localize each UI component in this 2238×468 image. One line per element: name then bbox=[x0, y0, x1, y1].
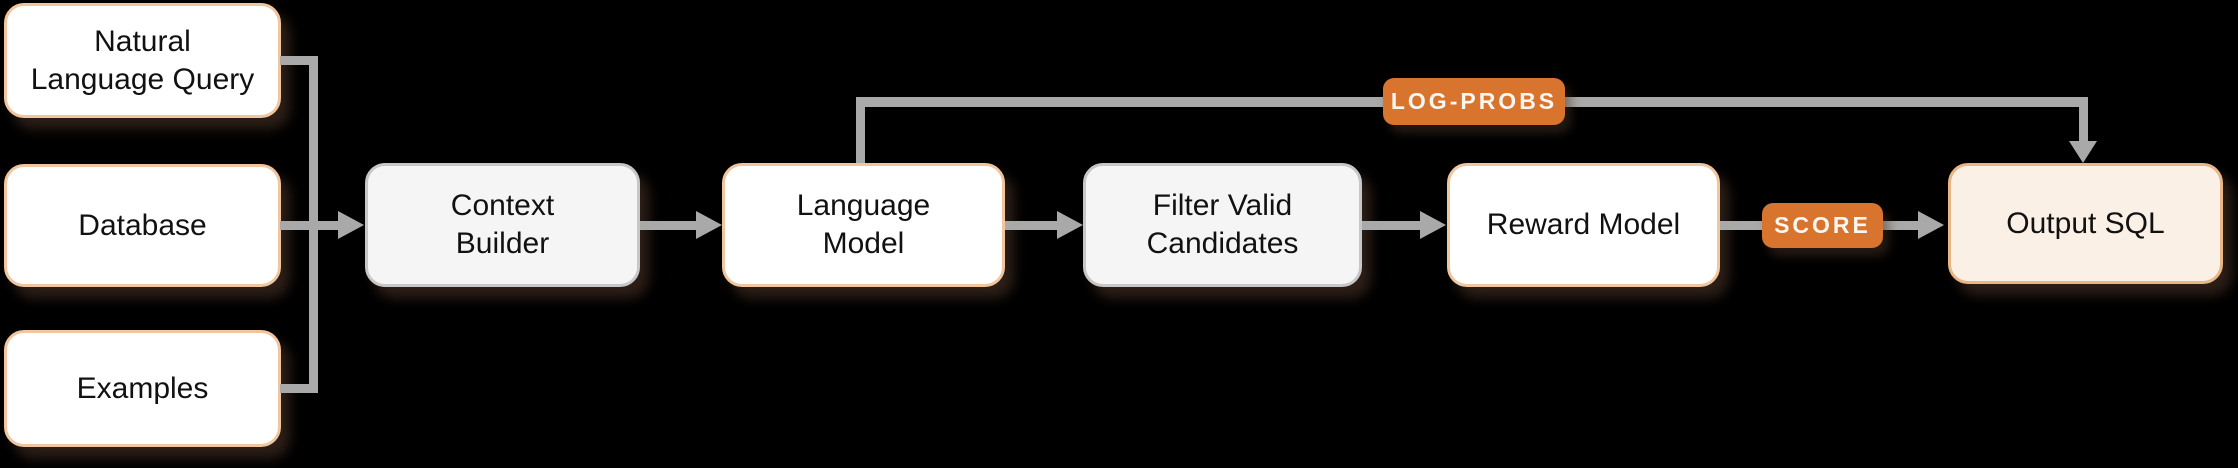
arrowhead-right-icon bbox=[1918, 211, 1944, 239]
edge-context-builder-to-language-model bbox=[640, 221, 698, 230]
arrowhead-right-icon bbox=[338, 211, 364, 239]
node-label: Filter Valid Candidates bbox=[1146, 189, 1299, 260]
node-label: Output SQL bbox=[2006, 206, 2165, 240]
edge-logprobs-drop bbox=[2079, 97, 2088, 143]
node-context-builder: Context Builder bbox=[365, 163, 640, 287]
log-probs-label-text: LOG-PROBS bbox=[1390, 88, 1558, 114]
node-language-model: Language Model bbox=[722, 163, 1005, 287]
node-label: Examples bbox=[76, 371, 209, 405]
edge-nlq-stub bbox=[280, 56, 318, 65]
edge-logprobs-riser bbox=[856, 102, 865, 163]
arrowhead-right-icon bbox=[1057, 211, 1083, 239]
node-examples: Examples bbox=[4, 330, 281, 447]
node-database: Database bbox=[4, 164, 281, 287]
score-label-text: SCORE bbox=[1774, 212, 1871, 238]
arrowhead-right-icon bbox=[696, 211, 722, 239]
node-output-sql: Output SQL bbox=[1948, 163, 2223, 284]
arrowhead-down-icon bbox=[2069, 141, 2097, 163]
edge-examples-stub bbox=[280, 384, 318, 393]
edge-inputs-to-context-builder bbox=[280, 221, 340, 230]
node-label: Reward Model bbox=[1486, 208, 1681, 241]
node-label: Language Model bbox=[796, 189, 931, 260]
edge-filter-to-reward-model bbox=[1362, 221, 1422, 230]
node-natural-language-query: Natural Language Query bbox=[4, 3, 281, 118]
log-probs-edge-label: LOG-PROBS bbox=[1383, 78, 1565, 125]
edge-language-model-to-filter bbox=[1005, 221, 1059, 230]
arrowhead-right-icon bbox=[1420, 211, 1446, 239]
score-edge-label: SCORE bbox=[1762, 203, 1883, 248]
node-reward-model: Reward Model bbox=[1447, 163, 1720, 287]
node-label: Database bbox=[78, 208, 207, 242]
node-label: Context Builder bbox=[450, 189, 555, 260]
node-label: Natural Language Query bbox=[30, 24, 255, 96]
node-filter-valid-candidates: Filter Valid Candidates bbox=[1083, 163, 1362, 287]
